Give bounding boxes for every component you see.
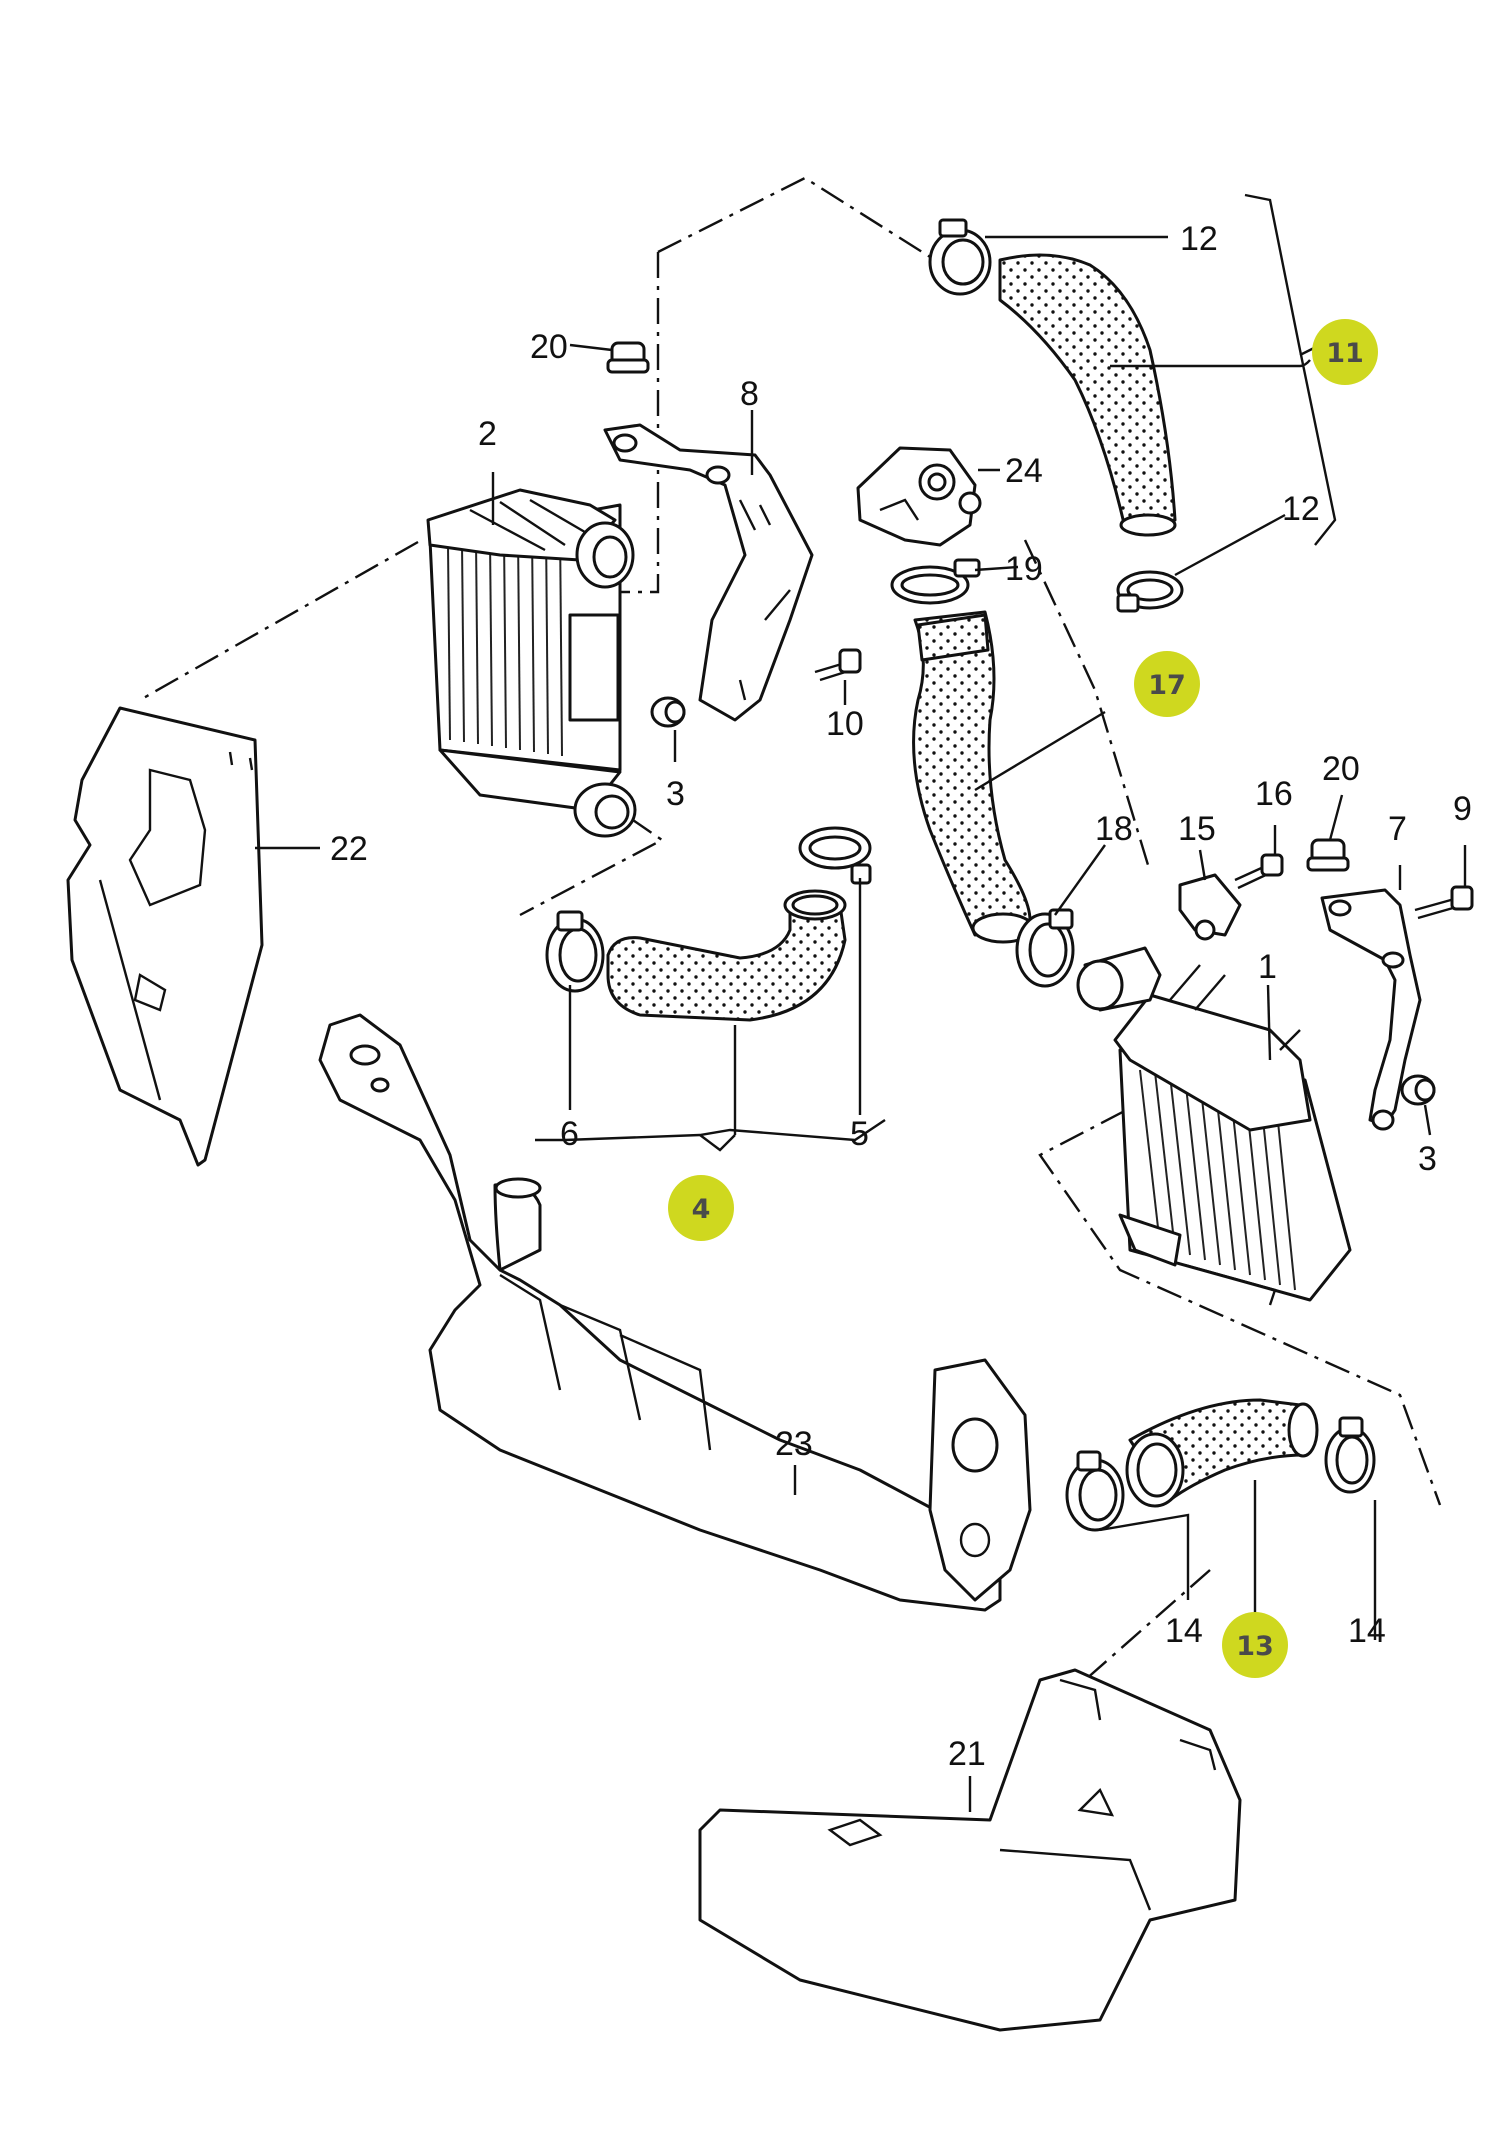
callout-labels: 2 20 8 3 10 12 12 24 19 18 15 16 20 7 9 … (330, 220, 1472, 1773)
callout-20-right: 20 (1322, 750, 1360, 788)
guide-lines (139, 176, 1442, 1701)
part-hose-11 (998, 253, 1177, 537)
part-sensor-15 (1178, 873, 1242, 941)
part-hose-17 (912, 610, 1035, 944)
callout-21: 21 (948, 1735, 986, 1773)
part-clamp-6 (545, 910, 605, 993)
part-clamp-12-top (928, 218, 992, 296)
part-clamp-14-left (1065, 1450, 1125, 1532)
highlight-4: 4 (692, 1194, 711, 1225)
callout-6: 6 (560, 1115, 579, 1153)
callout-5: 5 (850, 1115, 869, 1153)
callout-2: 2 (478, 415, 497, 453)
callout-24: 24 (1005, 452, 1043, 490)
part-clamp-19 (890, 558, 981, 605)
highlight-circle-4 (668, 1175, 734, 1241)
highlighted-callouts: 11 17 4 13 (668, 319, 1378, 1678)
callout-22: 22 (330, 830, 368, 868)
part-clamp-14-right (1324, 1416, 1376, 1494)
callout-14-right: 14 (1348, 1612, 1386, 1650)
part-hose-13 (1125, 1398, 1319, 1508)
part-clamp-12-bottom (1116, 570, 1184, 613)
highlight-17: 17 (1148, 670, 1186, 701)
leader-lines (255, 193, 1467, 1812)
callout-15: 15 (1178, 810, 1216, 848)
part-bolt-9 (1414, 885, 1474, 920)
highlight-circle-11 (1312, 319, 1378, 385)
part-clamp-5 (798, 826, 872, 885)
part-hose-4 (606, 889, 847, 1022)
callout-20-top: 20 (530, 328, 568, 366)
callout-3-right: 3 (1418, 1140, 1437, 1178)
callout-7: 7 (1388, 810, 1407, 848)
part-grommet-3-left (650, 696, 686, 728)
part-bolt-10 (814, 648, 862, 682)
callout-12-top: 12 (1180, 220, 1218, 258)
part-grommet-20-top (606, 341, 650, 374)
part-bracket-upper (603, 423, 814, 722)
part-bracket-7 (1320, 888, 1422, 1131)
part-air-guide-left (66, 706, 264, 1167)
callout-10: 10 (826, 705, 864, 743)
callout-16: 16 (1255, 775, 1293, 813)
highlight-13: 13 (1236, 1631, 1274, 1662)
part-grommet-20-right (1306, 838, 1350, 872)
part-intercooler-right (1076, 946, 1352, 1306)
highlight-11: 11 (1326, 338, 1364, 369)
callout-12-bottom: 12 (1282, 490, 1320, 528)
callout-3-left: 3 (666, 775, 685, 813)
part-cross-member (318, 1013, 1032, 1612)
callout-23: 23 (775, 1425, 813, 1463)
part-sensor-24 (856, 446, 982, 547)
part-grommet-3-right (1400, 1074, 1436, 1106)
highlight-circle-17 (1134, 651, 1200, 717)
part-bolt-16 (1234, 853, 1284, 890)
callout-1: 1 (1258, 948, 1277, 986)
callout-18: 18 (1095, 810, 1133, 848)
callout-14-left: 14 (1165, 1612, 1203, 1650)
callout-9: 9 (1453, 790, 1472, 828)
callout-19: 19 (1005, 550, 1043, 588)
part-air-duct-lower (698, 1668, 1242, 2032)
part-intercooler-left (426, 488, 637, 838)
highlight-circle-13 (1222, 1612, 1288, 1678)
callout-8: 8 (740, 375, 759, 413)
